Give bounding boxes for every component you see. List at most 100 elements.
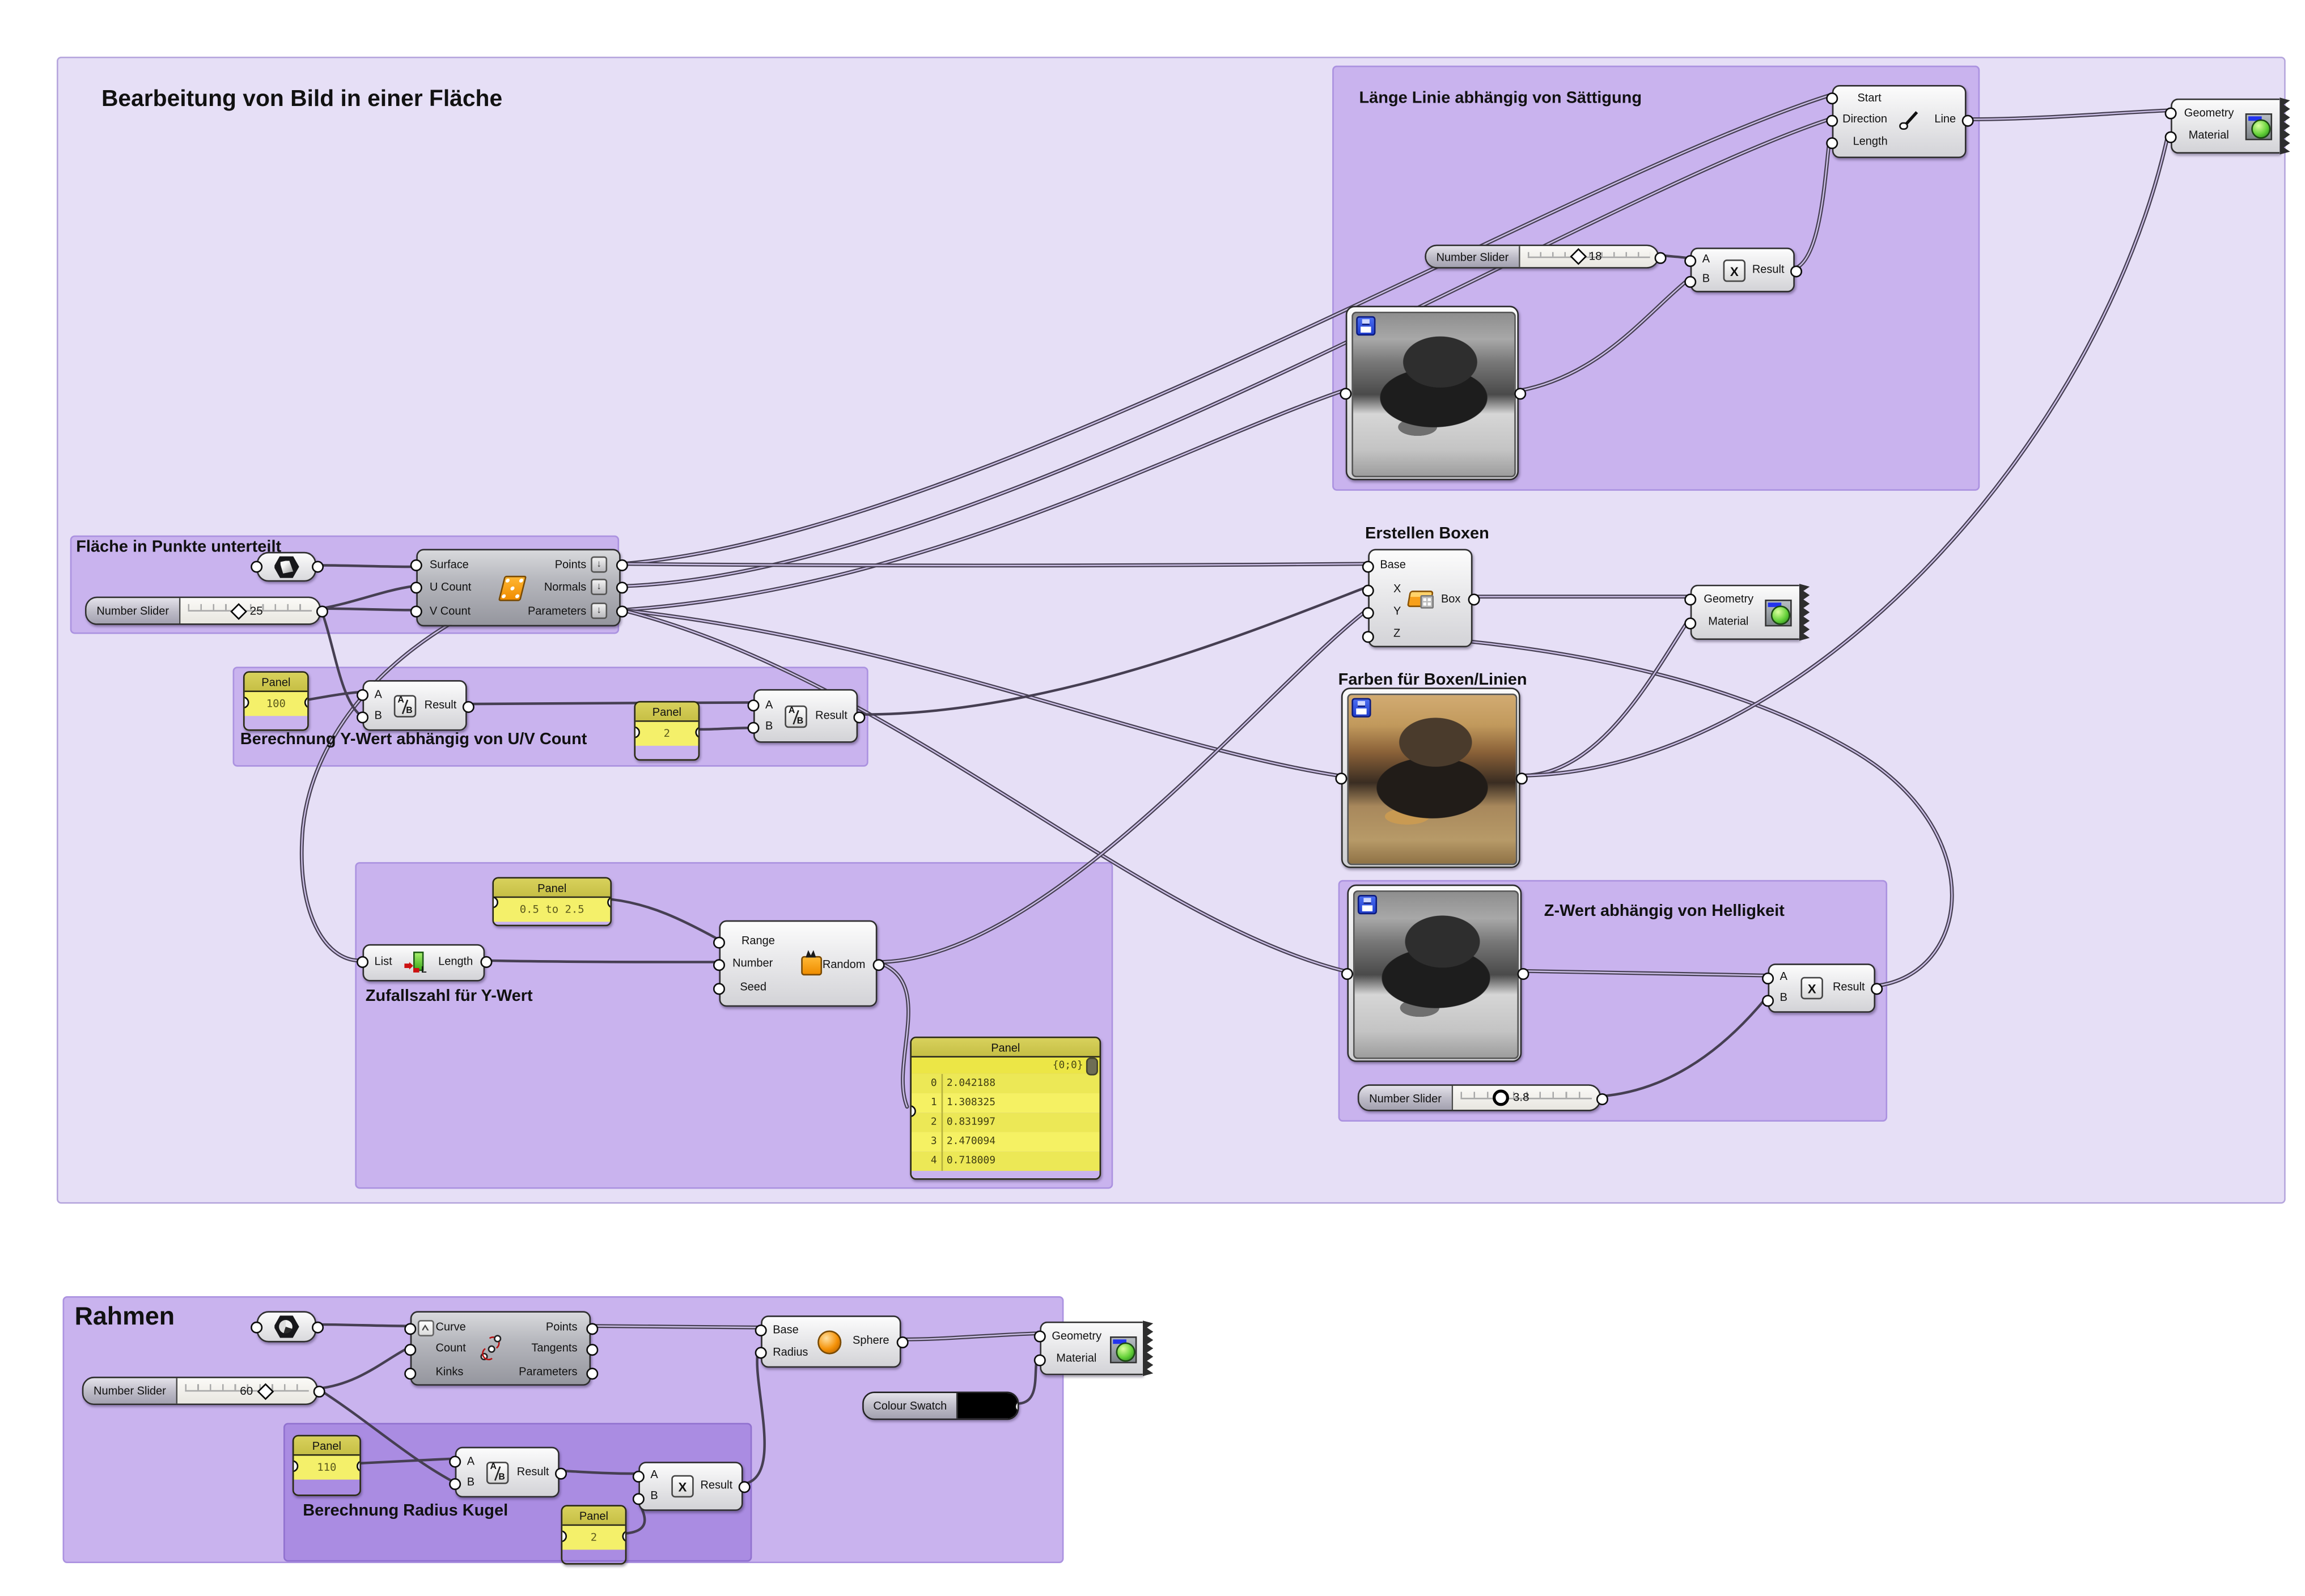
slider-track[interactable]: 18 [1520, 246, 1658, 268]
input-connector[interactable] [409, 559, 422, 571]
custom-preview-rahmen[interactable]: Geometry Material [1033, 1321, 1143, 1376]
down-arrow-button[interactable]: ↓ [591, 602, 608, 619]
brightness-slider[interactable]: Number Slider 3.8 [1357, 1084, 1608, 1111]
input-connector[interactable] [2164, 107, 2176, 120]
colour-swatch[interactable]: Colour Swatch [862, 1391, 1019, 1420]
input-connector[interactable] [448, 1455, 460, 1468]
down-arrow-button[interactable]: ↓ [591, 579, 608, 596]
down-arrow-button[interactable]: ↓ [591, 556, 608, 573]
panel-2-top[interactable]: Panel 2 [634, 701, 700, 761]
input-connector[interactable] [409, 605, 422, 618]
output-connector[interactable] [1870, 983, 1882, 995]
colour-swatch-color[interactable] [957, 1393, 1018, 1419]
panel-value[interactable]: 2 [562, 1525, 625, 1550]
output-connector[interactable] [1961, 114, 1973, 127]
custom-preview-boxes[interactable]: Geometry Material [1683, 584, 1799, 640]
panel-value[interactable]: 110 [294, 1455, 360, 1479]
input-connector[interactable] [249, 561, 262, 573]
input-connector[interactable] [448, 1478, 460, 1491]
input-connector[interactable] [2164, 131, 2176, 143]
slider-track[interactable]: 60 [177, 1378, 316, 1404]
sphere-component[interactable]: Base Radius Sphere [754, 1315, 908, 1368]
rahmen-count-slider[interactable]: Number Slider 60 [82, 1377, 325, 1406]
input-connector[interactable] [754, 1347, 766, 1359]
panel-100[interactable]: Panel 100 [243, 671, 309, 731]
input-connector[interactable] [403, 1368, 416, 1380]
input-connector[interactable] [1361, 631, 1374, 643]
output-connector[interactable] [1515, 772, 1527, 785]
surface-param[interactable] [249, 551, 323, 582]
saturation-slider[interactable]: Number Slider 18 [1425, 244, 1666, 269]
box-component[interactable]: Base X Y Z Box [1361, 549, 1480, 648]
input-connector[interactable] [1033, 1354, 1045, 1366]
input-connector[interactable] [747, 721, 759, 734]
slider-grip[interactable] [1569, 248, 1587, 265]
panel-value[interactable]: 2 [635, 721, 698, 745]
input-connector[interactable] [1683, 275, 1696, 288]
output-connector[interactable] [615, 605, 628, 618]
input-connector[interactable] [754, 1324, 766, 1337]
panel-scrollbar[interactable] [1085, 1057, 1098, 1075]
input-connector[interactable] [1825, 137, 1837, 150]
input-connector[interactable] [1683, 255, 1696, 268]
slider-track[interactable]: 3.8 [1453, 1085, 1600, 1110]
input-connector[interactable] [1338, 388, 1351, 400]
multiply-component-radius[interactable]: A B X Result [632, 1462, 750, 1511]
input-connector[interactable] [1683, 617, 1696, 630]
output-connector[interactable] [615, 581, 628, 594]
output-connector[interactable] [311, 1321, 323, 1333]
input-connector[interactable] [1361, 561, 1374, 573]
multiply-component-saturation[interactable]: A B X Result [1683, 247, 1802, 292]
input-connector[interactable] [1340, 967, 1353, 980]
input-connector[interactable] [632, 1470, 644, 1483]
output-connector[interactable] [311, 561, 323, 573]
divide-surface-component[interactable]: Surface U Count V Count Points Normals P… [409, 549, 628, 627]
slider-grip[interactable] [1493, 1089, 1510, 1106]
multiply-component-brightness[interactable]: A B X Result [1761, 963, 1882, 1013]
slider-track[interactable]: 25 [180, 598, 320, 624]
curve-param[interactable] [249, 1311, 323, 1343]
input-connector[interactable] [1334, 772, 1347, 785]
input-connector[interactable] [712, 983, 724, 995]
image-sampler-brightness[interactable] [1340, 884, 1529, 1062]
output-connector[interactable] [480, 956, 492, 968]
list-length-component[interactable]: List L Length [355, 944, 492, 982]
panel-value[interactable]: 100 [244, 691, 308, 715]
output-connector[interactable] [312, 1385, 325, 1398]
panel-range[interactable]: Panel 0.5 to 2.5 [492, 877, 612, 927]
image-sampler-saturation[interactable] [1338, 305, 1526, 481]
output-connector[interactable] [554, 1467, 566, 1480]
input-connector[interactable] [249, 1321, 262, 1333]
input-connector[interactable] [1683, 593, 1696, 606]
output-connector[interactable] [315, 605, 328, 618]
output-connector[interactable] [1595, 1092, 1608, 1105]
input-connector[interactable] [1761, 995, 1773, 1007]
panel-value[interactable]: 0.5 to 2.5 [494, 897, 611, 922]
input-connector[interactable] [1361, 584, 1374, 597]
input-connector[interactable] [409, 581, 422, 594]
input-connector[interactable] [403, 1344, 416, 1356]
input-connector[interactable] [712, 959, 724, 971]
output-connector[interactable] [585, 1323, 598, 1335]
uv-count-slider[interactable]: Number Slider 25 [85, 596, 328, 625]
input-connector[interactable] [1825, 114, 1837, 127]
input-connector[interactable] [747, 699, 759, 712]
input-connector[interactable] [1825, 92, 1837, 105]
input-connector[interactable] [712, 936, 724, 949]
input-connector[interactable] [355, 711, 368, 724]
output-connector[interactable] [1516, 967, 1529, 980]
input-connector[interactable] [632, 1493, 644, 1505]
custom-preview-top[interactable]: Geometry Material [2164, 98, 2280, 154]
input-connector[interactable] [403, 1323, 416, 1335]
input-connector[interactable] [1033, 1330, 1045, 1343]
output-connector[interactable] [1467, 593, 1480, 606]
output-connector[interactable] [585, 1344, 598, 1356]
input-connector[interactable] [355, 689, 368, 701]
output-connector[interactable] [872, 959, 884, 971]
random-component[interactable]: Range Number Seed Random [712, 920, 884, 1007]
